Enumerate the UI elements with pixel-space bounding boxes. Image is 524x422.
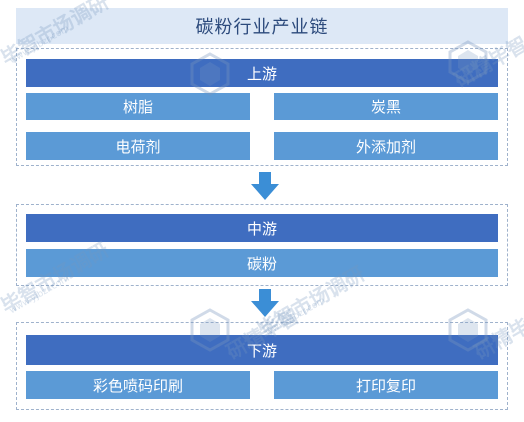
upstream-item-resin: 树脂	[26, 93, 250, 120]
upstream-item-carbon-black: 炭黑	[274, 93, 498, 120]
arrow-down-icon	[251, 289, 279, 317]
downstream-item-print-copy: 打印复印	[274, 371, 498, 399]
upstream-item-charge-agent: 电荷剂	[26, 132, 250, 160]
downstream-item-color-inkjet: 彩色喷码印刷	[26, 371, 250, 399]
midstream-header: 中游	[26, 214, 498, 242]
midstream-section	[16, 204, 508, 286]
midstream-item-toner: 碳粉	[26, 249, 498, 277]
upstream-item-external-additive: 外添加剂	[274, 132, 498, 160]
page-title: 碳粉行业产业链	[16, 8, 508, 44]
upstream-header: 上游	[26, 59, 498, 87]
upstream-section	[16, 48, 508, 166]
arrow-down-icon	[251, 172, 279, 200]
downstream-section	[16, 322, 508, 410]
downstream-header: 下游	[26, 335, 498, 365]
